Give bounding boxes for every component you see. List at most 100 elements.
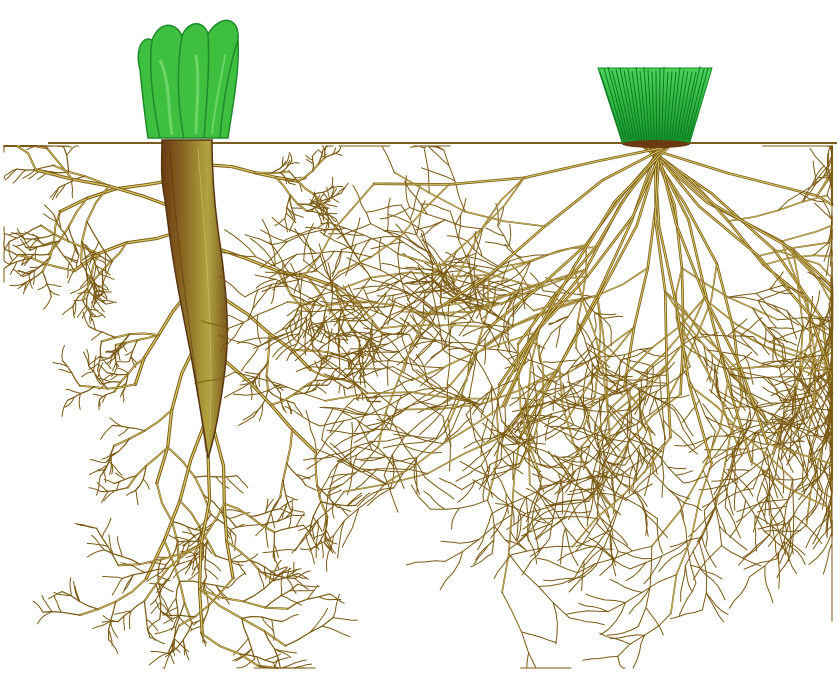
root-branch — [599, 297, 705, 443]
root-branch — [354, 284, 390, 289]
root-branch — [509, 224, 511, 246]
root-branch — [310, 608, 328, 632]
root-branch — [425, 346, 448, 366]
root-branch — [87, 543, 108, 546]
root-branch — [341, 183, 348, 193]
root-branch — [778, 456, 783, 493]
root-branch — [77, 305, 87, 317]
root-branch — [332, 250, 341, 277]
root-branch — [109, 535, 113, 554]
root-branch — [462, 467, 519, 490]
root-branch — [653, 473, 685, 503]
root-branch — [601, 603, 626, 635]
root-branch — [522, 548, 542, 575]
root-branch — [628, 445, 636, 472]
root-branch — [312, 151, 317, 157]
root-branch — [618, 656, 625, 668]
root-branch — [676, 471, 693, 475]
root-branch — [70, 578, 71, 596]
root-branch — [579, 603, 608, 611]
root-branch — [273, 557, 278, 569]
root-branch — [285, 406, 320, 426]
root-branch — [44, 205, 54, 215]
root-branch — [54, 595, 61, 612]
root-branch — [338, 520, 345, 558]
root-branch — [73, 307, 75, 318]
root-branch — [124, 616, 125, 630]
root-branch — [706, 593, 723, 622]
root-branch-highlight — [202, 634, 277, 668]
root-branch — [306, 485, 316, 490]
root-branch — [603, 316, 623, 318]
root-branch — [179, 578, 233, 625]
root-branch — [753, 337, 769, 355]
root-branch — [328, 234, 364, 236]
root-branch — [87, 309, 98, 310]
root-branch — [452, 508, 460, 529]
root-branch — [633, 635, 645, 668]
root-branch — [103, 576, 123, 578]
root-branch — [356, 493, 370, 506]
root-branch — [295, 177, 302, 178]
root-branch — [263, 550, 295, 553]
root-branch — [286, 495, 298, 500]
root-branch — [182, 532, 195, 536]
root-branch — [502, 592, 536, 668]
root-branch — [230, 524, 244, 529]
root-branch — [610, 326, 612, 346]
root-branch — [266, 530, 269, 547]
root-branch — [282, 157, 283, 166]
root-branch — [727, 470, 750, 471]
root-branch — [331, 198, 339, 202]
root-branch — [62, 592, 98, 610]
root-branch — [699, 541, 707, 610]
root-branch — [337, 442, 373, 454]
root-branch — [202, 634, 277, 668]
root-branch — [109, 640, 118, 654]
root-branch — [38, 284, 47, 290]
root-branch — [67, 146, 79, 155]
root-branch — [764, 328, 766, 346]
root-branch — [101, 426, 113, 440]
root-branch-highlight — [168, 447, 211, 514]
root-branch — [66, 389, 80, 393]
root-branch — [665, 264, 716, 403]
root-branch — [245, 235, 271, 245]
root-branch — [672, 405, 693, 436]
root-branch — [60, 180, 175, 211]
root-branch — [765, 566, 773, 603]
root-branch — [80, 277, 88, 287]
root-branch — [704, 455, 742, 510]
root-branch — [485, 338, 486, 364]
root-branch-highlight — [325, 392, 497, 401]
root-branch — [410, 186, 420, 219]
root-branch — [295, 579, 308, 590]
root-branch — [740, 318, 762, 336]
leafy-top-icon — [138, 20, 238, 138]
root-branch-highlight — [599, 297, 705, 443]
root-branch — [200, 589, 286, 646]
root-branch — [658, 395, 689, 398]
root-branch — [289, 517, 291, 528]
root-branch — [318, 150, 322, 154]
root-branch — [87, 550, 104, 557]
root-branch — [494, 555, 512, 579]
root-branch — [421, 220, 446, 237]
root-branch — [338, 447, 357, 464]
root-branch — [668, 489, 690, 499]
root-branch — [136, 490, 138, 504]
root-branch — [532, 474, 558, 484]
root-branch — [396, 326, 406, 333]
root-branch — [728, 297, 787, 311]
root-branch — [410, 208, 482, 229]
root-branch — [242, 347, 259, 371]
root-branch — [809, 532, 832, 564]
root-branch — [347, 359, 349, 369]
root-branch — [576, 530, 611, 547]
root-branch — [744, 559, 777, 569]
root-branch-highlight — [179, 578, 233, 625]
root-branch — [470, 294, 471, 310]
root-branch — [100, 392, 115, 400]
root-branch — [136, 466, 146, 491]
